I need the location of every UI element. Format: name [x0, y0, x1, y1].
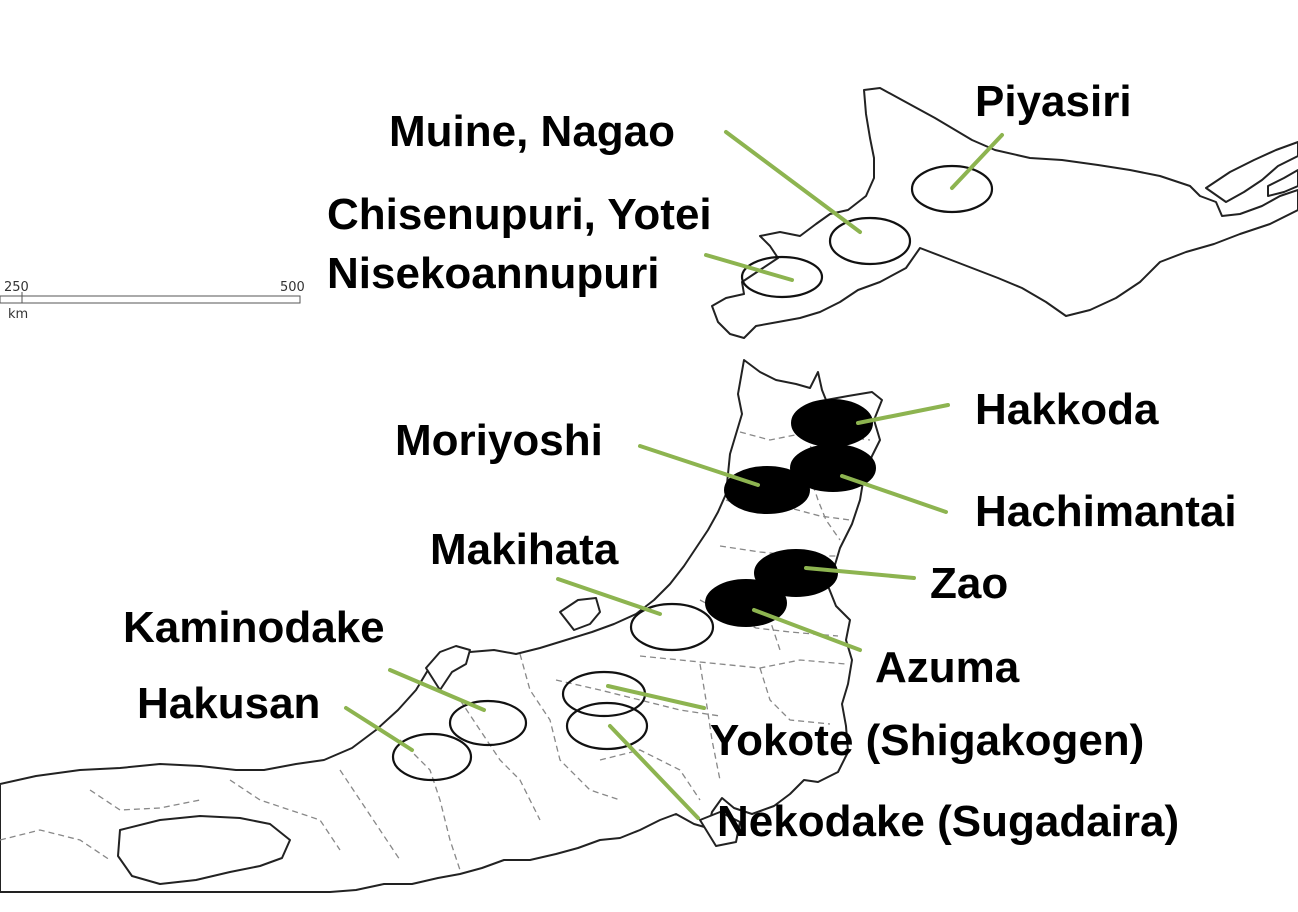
leader-moriyoshi — [638, 444, 760, 487]
prefecture-borders — [0, 431, 871, 871]
marker-makihata — [629, 602, 715, 652]
label-kaminodake: Kaminodake — [123, 603, 385, 652]
label-azuma: Azuma — [875, 643, 1020, 692]
label-makihata: Makihata — [430, 525, 619, 574]
leader-hakkoda — [856, 403, 950, 425]
leader-kaminodake — [388, 668, 486, 712]
scale-tick-250: 250 — [4, 280, 29, 295]
label-muine-nagao: Muine, Nagao — [389, 107, 675, 156]
leader-muine-nagao — [724, 130, 862, 234]
marker-kaminodake — [448, 699, 528, 747]
label-yokote: Yokote (Shigakogen) — [710, 716, 1144, 765]
label-hachimantai: Hachimantai — [975, 487, 1237, 536]
leader-azuma — [752, 608, 862, 652]
marker-nekodake — [565, 701, 649, 751]
marker-hakusan — [391, 732, 473, 782]
scale-unit: km — [8, 307, 28, 322]
leader-lines — [344, 130, 1004, 820]
label-moriyoshi: Moriyoshi — [395, 416, 603, 465]
leader-yokote — [606, 684, 706, 710]
marker-moriyoshi — [724, 466, 810, 514]
leader-nekodake — [608, 724, 700, 820]
label-chisenupuri-yotei: Chisenupuri, Yotei — [327, 190, 712, 239]
label-hakkoda: Hakkoda — [975, 385, 1159, 434]
honshu-landmass — [0, 359, 883, 893]
leader-zao — [804, 566, 916, 580]
leader-piyasiri — [950, 133, 1004, 190]
marker-muine-nagao — [828, 216, 912, 266]
marker-chisenupuri-yotei — [740, 255, 824, 299]
hokkaido-landmass — [711, 87, 1298, 339]
leader-chisenupuri — [704, 253, 794, 282]
marker-zao — [754, 549, 838, 597]
site-labels: Piyasiri Muine, Nagao Chisenupuri, Yotei… — [123, 77, 1237, 846]
scale-tick-500: 500 — [280, 280, 305, 295]
leader-hachimantai — [840, 474, 948, 514]
label-nisekoannupuri: Nisekoannupuri — [327, 249, 660, 298]
label-zao: Zao — [930, 559, 1008, 608]
label-nekodake: Nekodake (Sugadaira) — [717, 797, 1179, 846]
leader-hakusan — [344, 706, 414, 752]
scale-bar: 250 500 km — [0, 280, 305, 322]
leader-makihata — [556, 577, 662, 616]
label-piyasiri: Piyasiri — [975, 77, 1132, 126]
label-hakusan: Hakusan — [137, 679, 320, 728]
marker-piyasiri — [910, 164, 994, 214]
